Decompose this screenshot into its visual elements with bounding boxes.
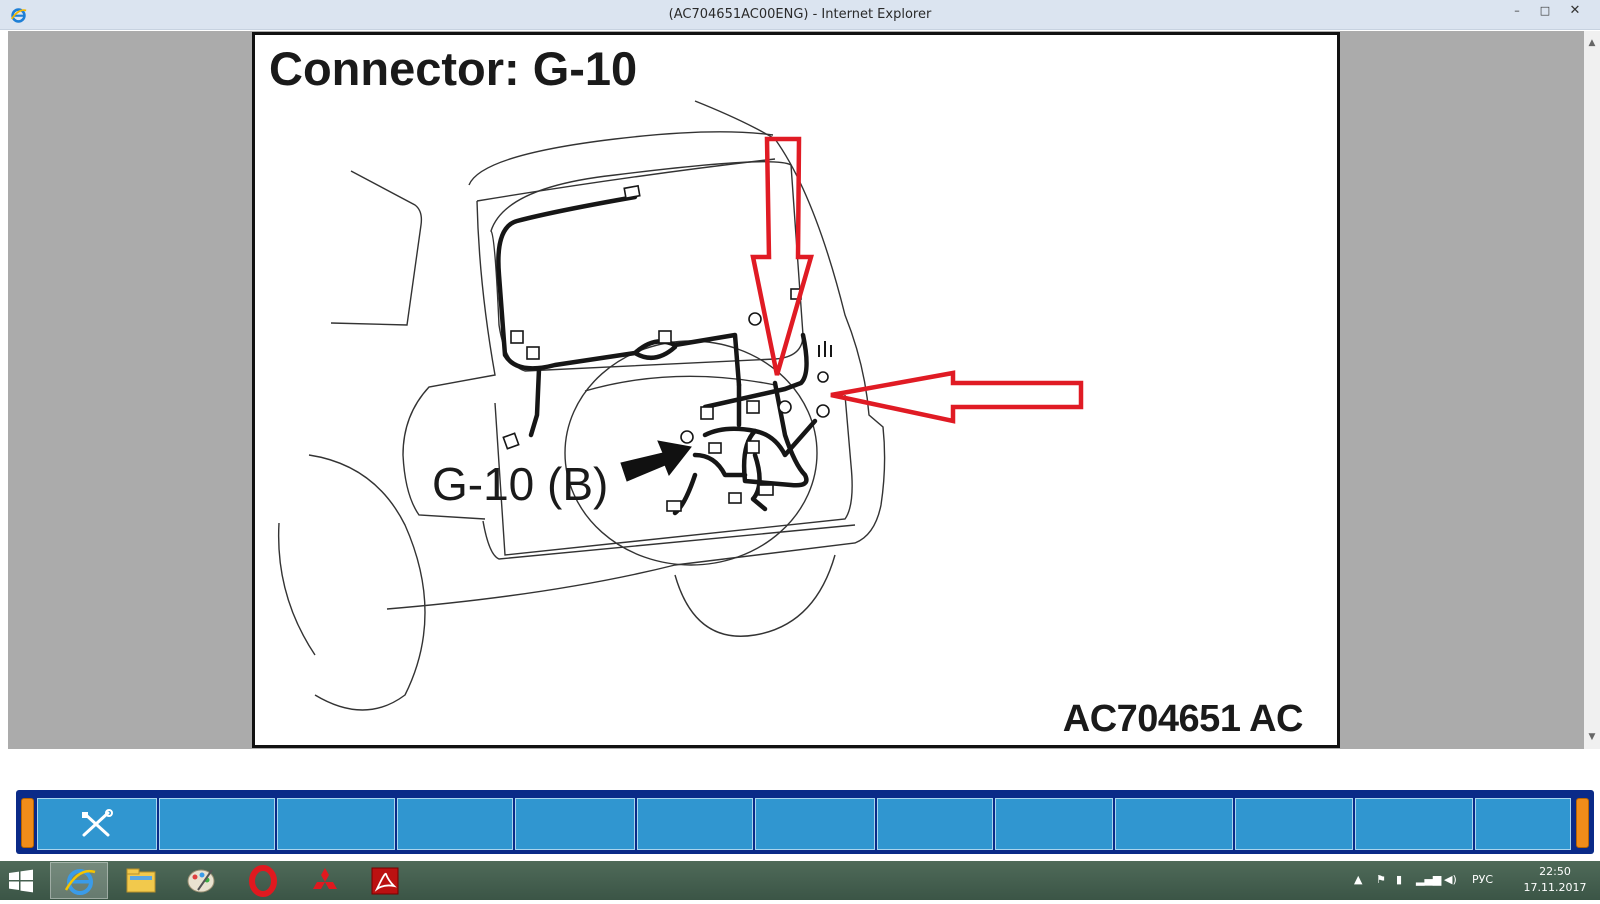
toolbar-button-3[interactable] [277,798,395,850]
toolbar-button-13[interactable] [1475,798,1571,850]
internet-explorer-icon [64,869,96,895]
tools-icon [82,809,113,837]
red-down-arrow [750,136,814,376]
toolbar-button-4[interactable] [397,798,513,850]
page-margin [0,749,1600,791]
start-icon[interactable] [8,869,34,893]
toolbar-button-5[interactable] [515,798,635,850]
toolbar-right-cap [1576,798,1589,848]
toolbar-button-6[interactable] [637,798,753,850]
close-button[interactable]: ✕ [1569,3,1581,18]
taskbar-paint[interactable] [172,862,230,899]
minimize-button[interactable]: – [1514,4,1520,17]
taskbar-mitsubishi[interactable] [296,862,354,899]
clock-date: 17.11.2017 [1523,881,1587,894]
taskbar-acrobat[interactable] [356,862,414,899]
vehicle-rear-wiring-illustration [277,100,1084,711]
toolbar-button-7[interactable] [755,798,875,850]
opera-icon [249,865,277,897]
scroll-up-icon[interactable]: ▲ [1588,38,1596,48]
taskbar: ▲ ⚑ ▮ ▂▄▆ ◀) РУС 22:50 17.11.2017 [0,861,1600,900]
toolbar-left-cap [21,798,34,848]
window-border [0,31,8,749]
volume-icon[interactable]: ◀) [1444,873,1457,886]
taskbar-internet-explorer[interactable] [50,862,108,899]
toolbar-button-9[interactable] [995,798,1113,850]
toolbar-button-12[interactable] [1355,798,1473,850]
taskbar-clock[interactable]: 22:50 17.11.2017 [1520,864,1590,896]
mitsubishi-icon [313,868,337,889]
title-bar: (AC704651AC00ENG) - Internet Explorer – … [0,0,1600,30]
clock-time: 22:50 [1539,865,1571,878]
connector-diagram-sheet: Connector: G-10 G-10 (B) AC704651 AC [252,32,1340,748]
network-signal-icon[interactable]: ▂▄▆ [1416,873,1442,886]
tray-expand-icon[interactable]: ▲ [1354,873,1363,886]
diagram-heading: Connector: G-10 [269,42,638,95]
application-toolbar [16,790,1594,854]
toolbar-button-2[interactable] [159,798,275,850]
connector-callout-label: G-10 (B) [432,458,609,510]
toolbar-button-10[interactable] [1115,798,1233,850]
internet-explorer-icon [10,8,27,23]
action-center-flag-icon[interactable]: ⚑ [1376,873,1386,886]
figure-code: AC704651 AC [1062,698,1304,740]
toolbar-tools-button[interactable] [37,798,157,850]
taskbar-file-explorer[interactable] [112,862,170,899]
maximize-button[interactable]: □ [1539,4,1551,17]
paint-icon [187,869,215,893]
file-explorer-icon [126,868,156,893]
scroll-down-icon[interactable]: ▼ [1588,732,1596,742]
taskbar-opera[interactable] [234,862,292,899]
input-language[interactable]: РУС [1472,873,1494,886]
callout-arrow [620,440,692,482]
vertical-scrollbar[interactable]: ▲ ▼ [1584,31,1600,749]
toolbar-button-8[interactable] [877,798,993,850]
toolbar-button-11[interactable] [1235,798,1353,850]
power-icon[interactable]: ▮ [1396,873,1403,886]
red-left-arrow [830,370,1084,424]
window-title: (AC704651AC00ENG) - Internet Explorer [668,7,932,22]
acrobat-icon [371,867,399,895]
